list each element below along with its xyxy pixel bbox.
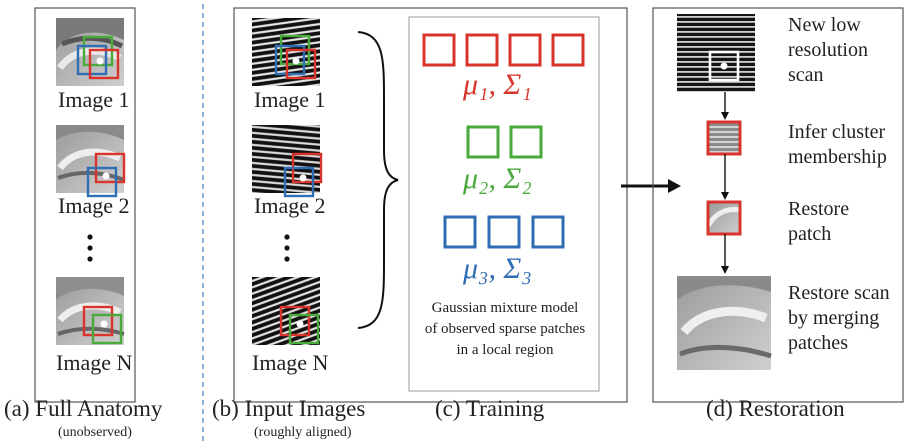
panel-a-image-1 (56, 18, 124, 86)
step-1-line-3: scan (788, 64, 824, 86)
caption-a: (a) Full Anatomy (4, 396, 163, 421)
panel-b-image-n-label: Image N (252, 350, 329, 375)
cluster-2-patches (466, 125, 543, 159)
caption-b: (b) Input Images (212, 396, 366, 421)
panel-a-image-2 (56, 125, 126, 198)
caption-c: (c) Training (435, 396, 545, 421)
panel-d-frame (652, 7, 904, 403)
caption-d: (d) Restoration (706, 396, 845, 421)
cluster-3-params: μ₃, Σ₃ (463, 252, 532, 285)
cluster-3-patches (443, 215, 565, 249)
brace (357, 31, 399, 329)
panel-a-ellipsis (87, 234, 93, 262)
low-res-scan (677, 14, 755, 92)
panel-a-image-n (56, 277, 125, 345)
gmm-description-line-2: of observed sparse patches (424, 321, 586, 337)
restored-patch (705, 200, 742, 236)
panel-a-frame (34, 7, 136, 403)
cluster-1-patches (422, 33, 585, 67)
cluster-membership-patch (706, 120, 742, 156)
panel-b-image-2-label: Image 2 (254, 193, 326, 218)
step-2-line-2: membership (788, 146, 887, 168)
panel-b-ellipsis (284, 234, 290, 262)
step-1-line-2: resolution (788, 39, 868, 61)
step-4-line-2: by merging (788, 307, 880, 329)
cluster-2-params: μ₂, Σ₂ (463, 162, 532, 195)
subcaption-a: (unobserved) (58, 425, 132, 440)
step-4-line-1: Restore scan (788, 282, 890, 304)
panel-b-image-1 (252, 18, 320, 86)
panel-b-image-1-label: Image 1 (254, 87, 326, 112)
step-1-line-1: New low (788, 14, 861, 36)
panel-a-image-n-label: Image N (56, 350, 133, 375)
step-4-line-3: patches (788, 332, 848, 354)
step-3-line-1: Restore (788, 198, 850, 220)
step-3-line-2: patch (788, 223, 832, 245)
panel-b-image-n (252, 277, 320, 345)
panel-c-frame (408, 16, 600, 392)
restored-scan (677, 276, 772, 370)
subcaption-b: (roughly aligned) (254, 425, 352, 440)
cluster-1-params: μ₁, Σ₁ (463, 68, 532, 101)
panel-b-image-2 (252, 125, 323, 198)
gmm-description-line-1: Gaussian mixture model (431, 300, 579, 316)
arrow-to-restoration (621, 179, 681, 193)
panel-a-image-1-label: Image 1 (58, 87, 130, 112)
panel-b-frame (233, 7, 628, 403)
panel-a-image-2-label: Image 2 (58, 193, 130, 218)
gmm-description-line-3: in a local region (456, 342, 554, 358)
step-2-line-1: Infer cluster (788, 121, 886, 143)
